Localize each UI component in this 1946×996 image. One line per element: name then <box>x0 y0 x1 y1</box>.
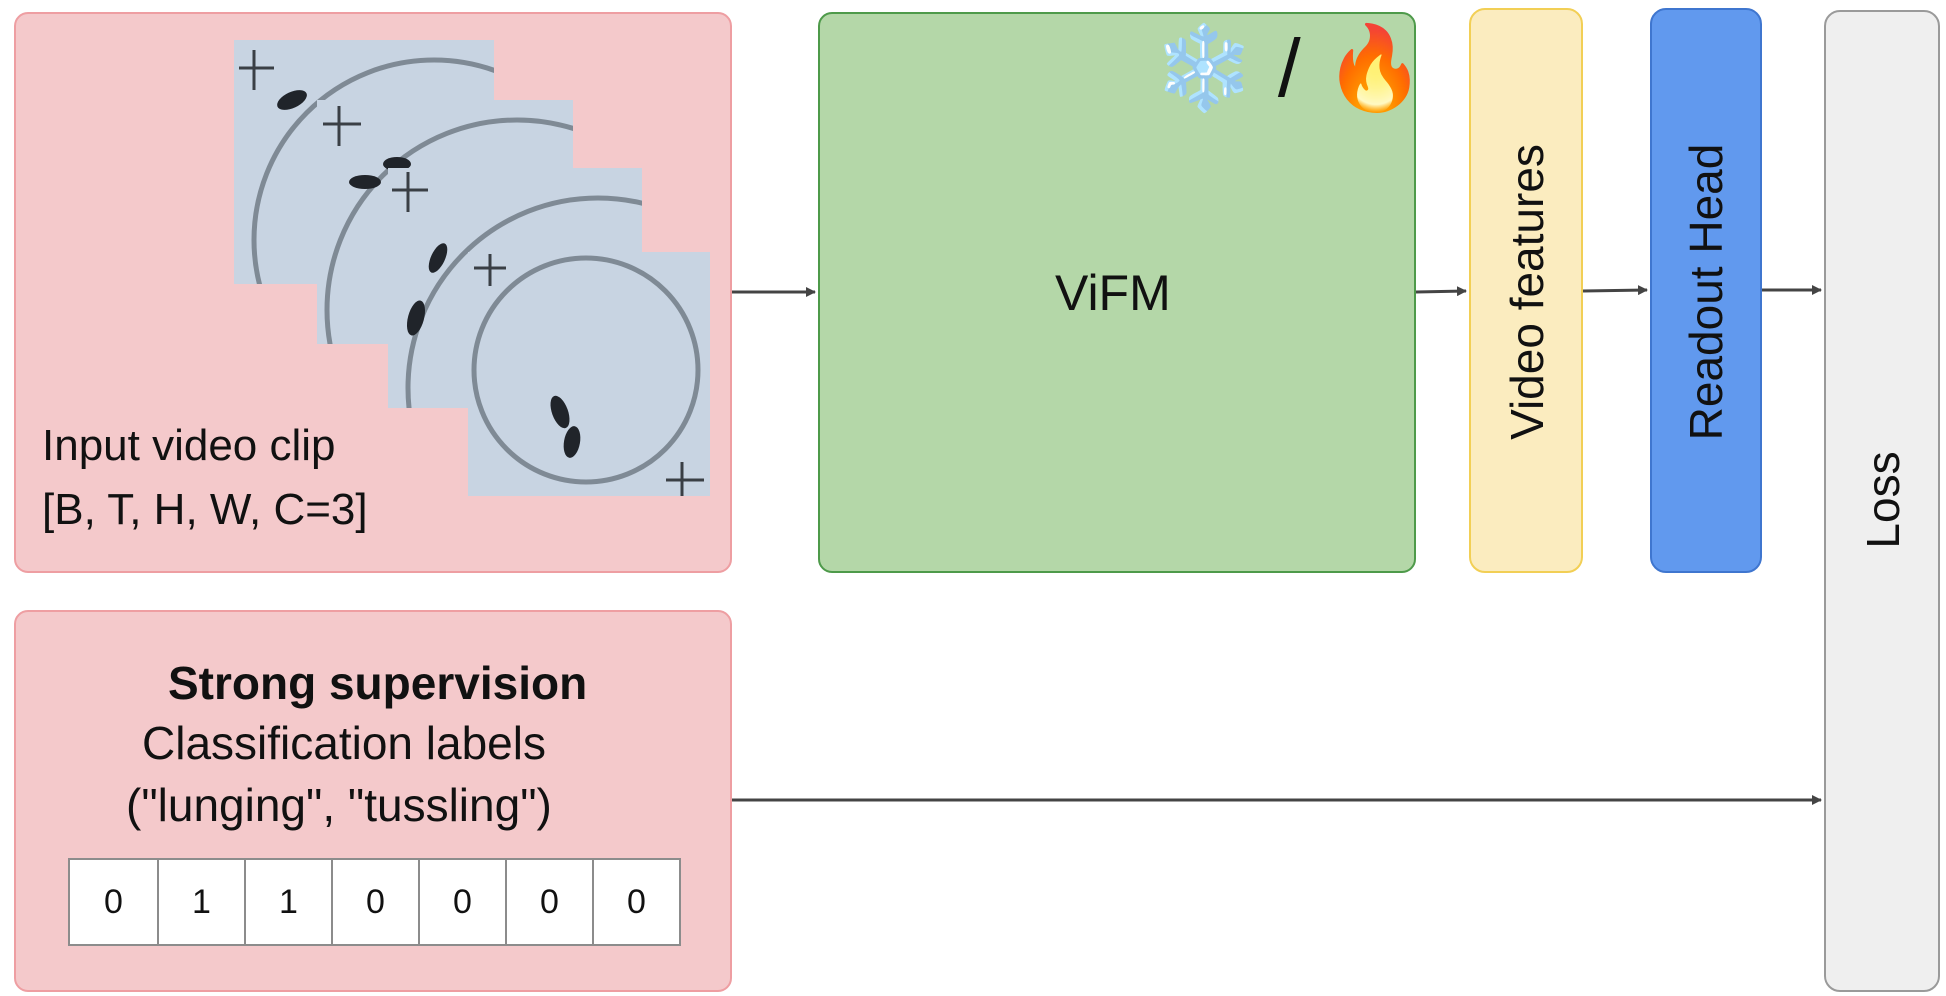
snowflake-icon: ❄️ <box>1153 23 1256 114</box>
vifm-label: ViFM <box>1055 265 1171 321</box>
label-vector-cell: 0 <box>104 882 123 921</box>
label-vector-cell: 0 <box>505 860 592 944</box>
video-frame <box>468 252 710 496</box>
label-vector-cell: 0 <box>418 860 505 944</box>
label-vector-cell: 1 <box>244 860 331 944</box>
arrow-vifm-to-features <box>1415 286 1467 297</box>
supervision-title: Strong supervision <box>168 657 588 709</box>
label-vector-cell: 1 <box>157 860 244 944</box>
video-frame-image <box>468 252 710 496</box>
separator: / <box>1277 23 1301 114</box>
video-features-block <box>1469 8 1583 573</box>
fire-icon: 🔥 <box>1323 23 1426 114</box>
input-shape: [B, T, H, W, C=3] <box>42 485 368 534</box>
supervision-subtitle: Classification labels <box>142 717 546 769</box>
label-vector: 0 1 1 0 0 0 0 <box>68 858 681 946</box>
label-vector-cell: 0 <box>592 860 679 944</box>
supervision-examples: ("lunging", "tussling") <box>126 779 552 831</box>
label-vector-cell: 0 <box>331 860 418 944</box>
arrow-features-to-head <box>1582 285 1648 296</box>
vifm-block <box>818 12 1416 573</box>
readout-head-block <box>1650 8 1762 573</box>
frozen-or-trainable-indicator: ❄️ / 🔥 <box>1153 28 1426 110</box>
input-title: Input video clip <box>42 421 336 470</box>
loss-block <box>1824 10 1940 992</box>
